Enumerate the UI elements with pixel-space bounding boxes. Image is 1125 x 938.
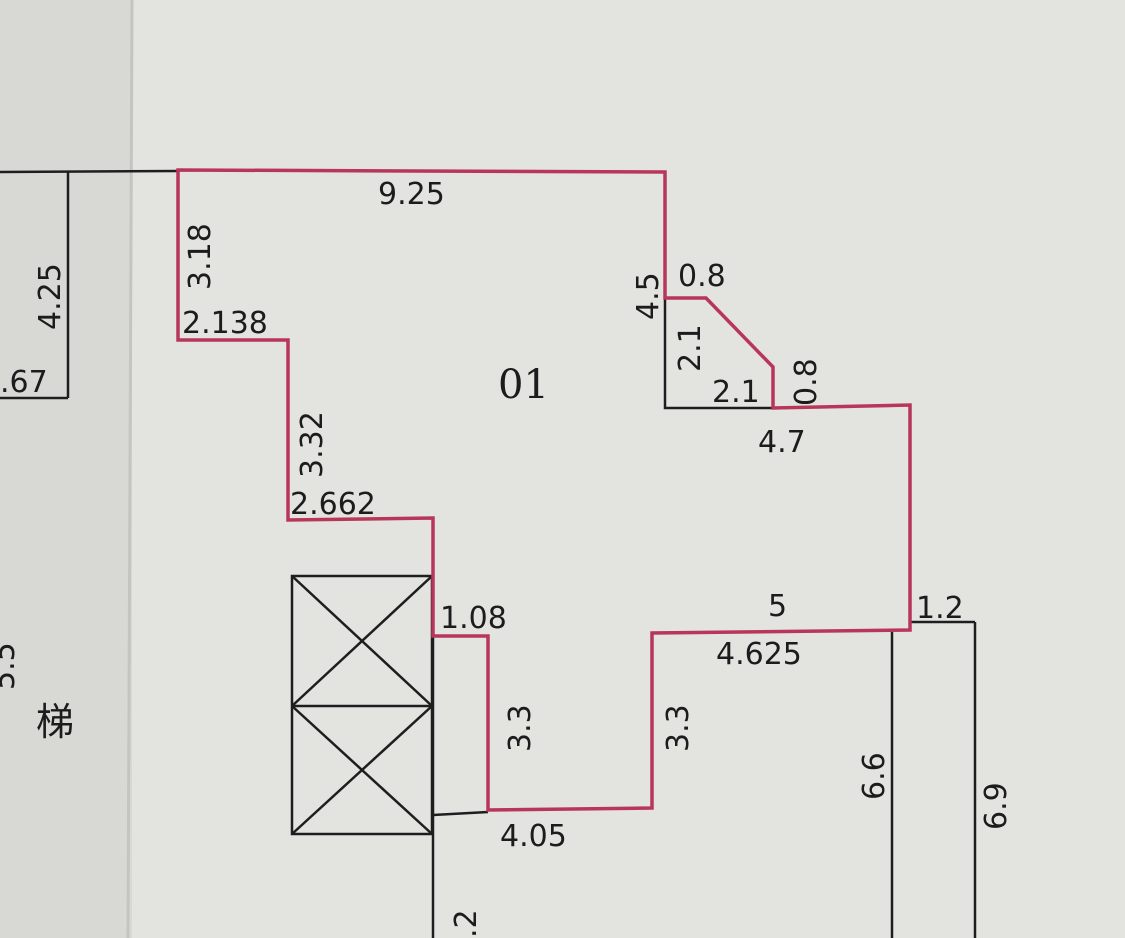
paper-fold — [126, 0, 134, 938]
room-label: 01 — [498, 362, 549, 408]
dim-right-wing: 4.7 — [758, 425, 806, 460]
dim-alcove-side: 0.8 — [789, 358, 824, 406]
dim-right-ledge-bottom: 4.625 — [716, 637, 802, 672]
dim-neighbor-left-partial: 5.5 — [0, 642, 22, 690]
dim-left-mid: 3.32 — [295, 411, 330, 478]
dim-mid-step: 2.662 — [290, 487, 376, 522]
dim-lower-right-b: 6.9 — [979, 782, 1014, 830]
dim-alcove-height: 4.5 — [631, 272, 666, 320]
dim-alcove-top: 0.8 — [678, 259, 726, 294]
dim-neighbor-left-height: 4.25 — [33, 263, 68, 330]
dim-left-upper: 3.18 — [183, 223, 218, 290]
dim-alcove-inner-width: 2.1 — [712, 375, 760, 410]
dim-alcove-inner-height: 2.1 — [673, 324, 708, 372]
dim-lower-partial: .2 — [449, 909, 484, 938]
dim-left-step: 2.138 — [182, 306, 268, 341]
paper-main — [132, 0, 1125, 938]
elevator-shaft — [290, 574, 434, 836]
dim-neighbor-left-width: .67 — [0, 365, 48, 400]
dim-notch-left: 3.3 — [503, 704, 538, 752]
dim-right-edge: 1.2 — [916, 591, 964, 626]
dim-bottom: 4.05 — [500, 819, 567, 854]
stair-label: 梯 — [36, 700, 74, 744]
unit-outline — [176, 168, 912, 812]
dim-notch-right: 3.3 — [661, 704, 696, 752]
dim-lower-right-a: 6.6 — [857, 752, 892, 800]
dim-notch-top: 1.08 — [440, 601, 507, 636]
dim-right-ledge-top: 5 — [768, 589, 787, 624]
dim-top: 9.25 — [378, 177, 445, 212]
